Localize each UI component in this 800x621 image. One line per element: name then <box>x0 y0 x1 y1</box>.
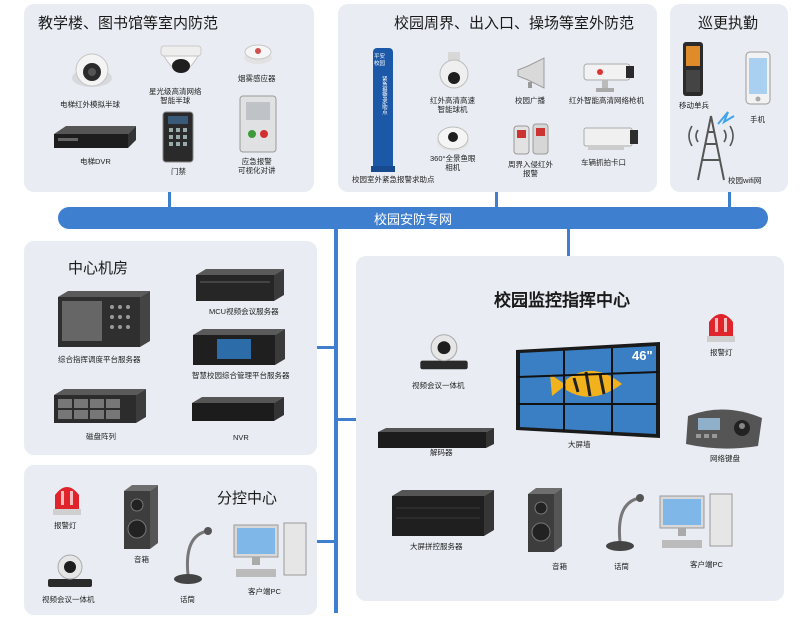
ir-dome-camera-icon <box>72 53 112 87</box>
dispatch-server-icon <box>58 291 150 347</box>
decoder-icon <box>378 428 494 448</box>
plate-capture-camera-icon <box>583 127 638 150</box>
platform-server-icon <box>193 329 285 365</box>
label-branch-conf: 视频会议一体机 <box>42 595 95 604</box>
panel-branch: 分控中心 报警灯 音箱 视频会议一体机 话筒 客户端PC <box>24 465 317 615</box>
label-decoder: 解码器 <box>430 448 453 457</box>
connector-indoor <box>168 192 171 208</box>
connector-patrol <box>728 192 731 208</box>
label-fisheye: 360°全景鱼眼相机 <box>430 154 476 173</box>
label-command-speaker: 音箱 <box>552 562 567 571</box>
panel-machine-room: 中心机房 MCU视频会议服务器 综合指挥调度平台服务器 智慧校园综合管理平台服务… <box>24 241 317 455</box>
connector-command-top <box>567 228 570 256</box>
label-dvr: 电梯DVR <box>80 157 111 166</box>
splicing-server-icon <box>392 490 494 536</box>
connector-machine-room <box>317 346 335 349</box>
label-intercom: 应急报警可视化对讲 <box>238 157 276 176</box>
label-platform: 智慧校园综合管理平台服务器 <box>192 371 290 380</box>
network-keyboard-icon <box>686 409 762 449</box>
command-alarm-light-icon <box>707 314 735 342</box>
panel-indoor-title: 教学楼、图书馆等室内防范 <box>38 15 219 32</box>
smartphone-icon <box>745 51 771 105</box>
label-command-conf: 视频会议一体机 <box>412 381 465 390</box>
label-splicer: 大屏拼控服务器 <box>410 542 463 551</box>
fisheye-camera-icon <box>437 126 469 151</box>
pillar-text-top: 平安校园 <box>374 54 386 67</box>
perimeter-ir-sensor-icon <box>513 123 549 155</box>
elevator-dvr-icon <box>54 126 136 148</box>
trunk-line <box>334 228 338 613</box>
label-broadcast: 校园广播 <box>515 96 545 105</box>
campus-network-bus: 校园安防专网 <box>58 207 768 229</box>
mobile-terminal-icon <box>683 42 703 96</box>
label-terminal: 移动单兵 <box>679 101 709 110</box>
command-client-pc-icon <box>659 493 733 548</box>
label-plate: 车辆抓拍卡口 <box>581 158 626 167</box>
command-speaker-icon <box>528 488 562 552</box>
label-bullet: 红外智能高清网络枪机 <box>569 96 644 105</box>
label-branch-pc: 客户端PC <box>248 587 281 596</box>
label-branch-mic: 话筒 <box>180 595 195 604</box>
label-nvr: NVR <box>233 433 249 442</box>
label-perimeter: 周界入侵红外报警 <box>508 160 553 179</box>
label-disk: 磁盘阵列 <box>86 432 116 441</box>
disk-array-icon <box>54 389 146 423</box>
ptz-dome-camera-icon <box>439 52 469 89</box>
label-dispatch: 综合指挥调度平台服务器 <box>58 355 141 364</box>
label-pillar: 校园室外紧急报警求助点 <box>352 175 435 184</box>
command-microphone-icon <box>606 494 644 551</box>
access-control-icon <box>162 111 194 163</box>
connector-outdoor <box>495 192 498 208</box>
client-pc-icon <box>233 522 307 577</box>
alarm-light-icon <box>53 487 81 515</box>
label-command-mic: 话筒 <box>614 562 629 571</box>
video-wall-icon <box>516 342 660 438</box>
panel-command: 校园监控指挥中心 视频会议一体机 46" 大屏墙 报警灯 解码器 网络键盘 <box>356 256 784 601</box>
label-ptz: 红外高清高速智能球机 <box>430 96 475 115</box>
label-starlight: 星光级高清网络智能半球 <box>149 87 202 106</box>
label-dome-ir: 电梯红外模拟半球 <box>60 100 120 109</box>
label-branch-alarm: 报警灯 <box>54 521 77 530</box>
label-branch-speaker: 音箱 <box>134 555 149 564</box>
label-wifi: 校园wifi网 <box>728 176 762 185</box>
label-wall: 大屏墙 <box>568 440 591 449</box>
panel-command-title: 校园监控指挥中心 <box>494 291 630 310</box>
conference-camera-icon <box>48 554 92 587</box>
label-smoke: 烟雾感应器 <box>238 74 276 83</box>
bullet-camera-icon <box>583 63 634 92</box>
panel-outdoor-title: 校园周界、出入口、操场等室外防范 <box>394 15 635 32</box>
nvr-icon <box>192 397 284 421</box>
pillar-text-vertical: 紧急报警求助点 <box>380 76 387 115</box>
label-access: 门禁 <box>171 167 186 176</box>
label-keyboard: 网络键盘 <box>710 454 740 463</box>
panel-indoor: 教学楼、图书馆等室内防范 电梯红外模拟半球 星光级高清网络智能半球 烟雾感应器 … <box>24 4 314 192</box>
speaker-icon <box>124 485 158 549</box>
label-mcu: MCU视频会议服务器 <box>209 307 279 316</box>
mcu-server-icon <box>196 269 284 301</box>
starlight-dome-camera-icon <box>160 45 202 73</box>
command-conference-camera-icon <box>420 334 468 370</box>
panel-patrol-title: 巡更执勤 <box>698 15 759 32</box>
panel-patrol: 巡更执勤 移动单兵 手机 校园wifi网 <box>670 4 788 192</box>
network-label: 校园安防专网 <box>373 211 452 227</box>
panel-machine-room-title: 中心机房 <box>68 260 129 277</box>
panel-branch-title: 分控中心 <box>217 490 278 507</box>
connector-branch <box>317 540 335 543</box>
connector-command <box>337 418 357 421</box>
label-phone: 手机 <box>750 115 765 124</box>
emergency-intercom-icon <box>239 95 277 153</box>
smoke-detector-icon <box>244 44 272 64</box>
microphone-icon <box>174 527 212 584</box>
panel-outdoor: 校园周界、出入口、操场等室外防范 平安校园 紧急报警求助点 校园室外紧急报警求助… <box>338 4 657 192</box>
label-command-pc: 客户端PC <box>690 560 723 569</box>
label-command-alarm: 报警灯 <box>710 348 733 357</box>
loudspeaker-icon <box>517 57 545 89</box>
emergency-pillar-icon <box>371 48 395 172</box>
wall-size-label: 46" <box>632 348 653 363</box>
wifi-tower-icon <box>688 111 735 181</box>
